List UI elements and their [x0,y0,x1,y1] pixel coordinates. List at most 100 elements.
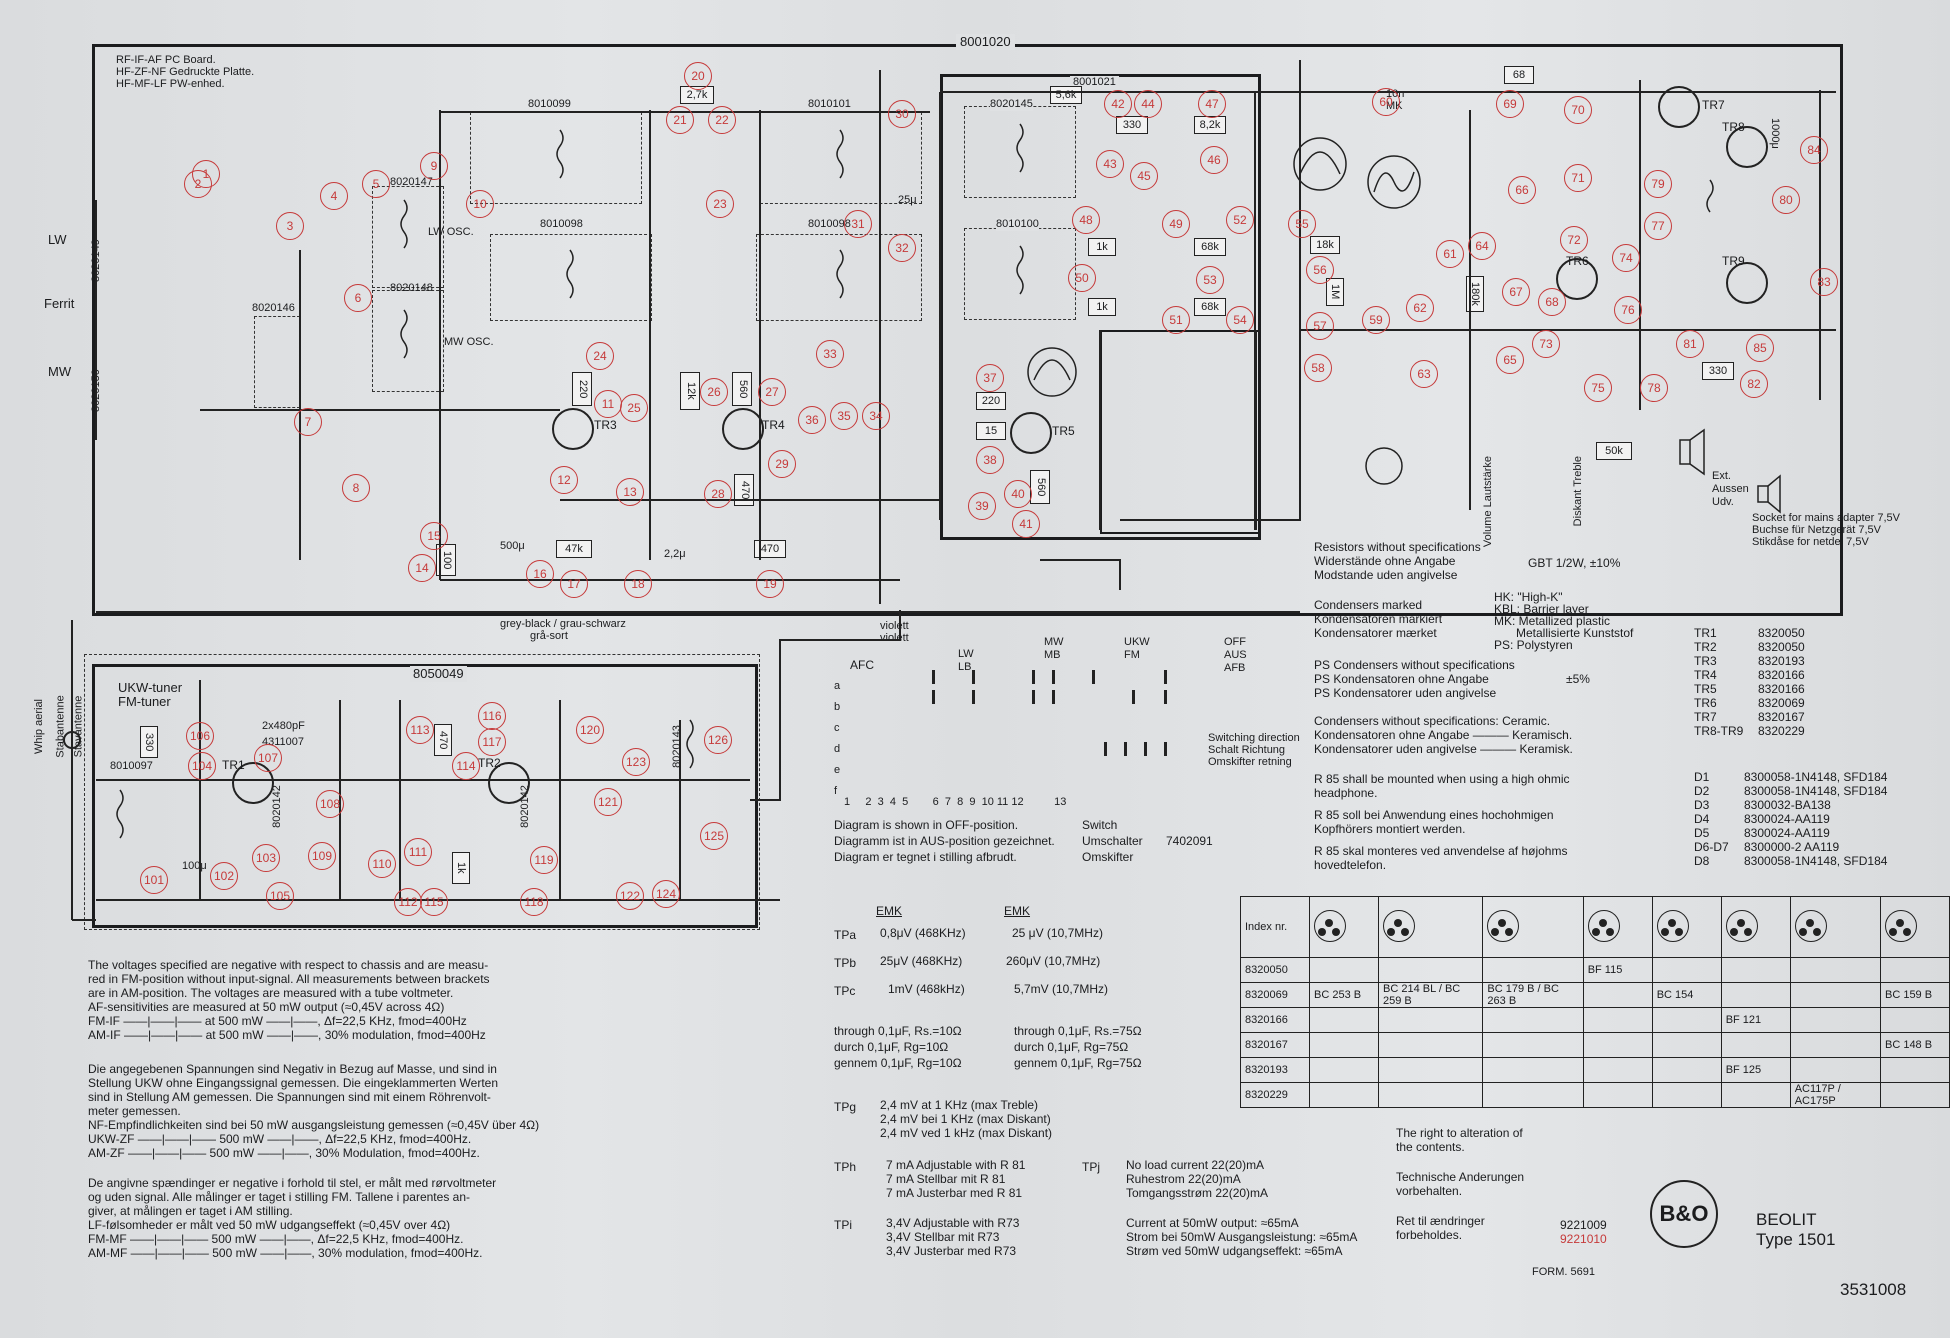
ukw-fm-label: UKW FM [1124,636,1150,661]
off-aus-label: OFF AUS AFB [1224,636,1247,674]
tuner-coil-1-id: 8010097 [110,760,153,772]
callout-number: 44 [1134,90,1162,118]
note-de-1: Die angegebenen Spannungen sind Negativ … [88,1062,497,1076]
callout-number: 45 [1130,162,1158,190]
tpi-label: TPi [834,1218,852,1232]
table-header-row: Index nr. [1240,896,1950,958]
resistor-220: 220 [572,372,592,406]
index-header: Index nr. [1240,896,1310,958]
tpi-2: 3,4V Stellbar mit R73 [886,1230,1000,1244]
emk-tpb-label: TPb [834,956,857,970]
resistor-68kb: 68k [1194,298,1226,316]
callout-number: 77 [1644,212,1672,240]
table-cell [1377,957,1484,983]
callout-number: 108 [316,790,344,818]
tuner-cap-text: 2x480pF [262,720,305,732]
diode-number: 8300024-AA119 [1744,812,1830,826]
table-cell [1789,1032,1881,1058]
callout-number: 49 [1162,210,1190,238]
resistor-330b: 330 [1702,362,1734,380]
legend-res-val: GBT 1/2W, ±10% [1528,556,1621,570]
mw-label: MW [48,364,72,379]
resistor-470: 470 [734,474,754,506]
pkg-icon [1879,896,1950,958]
part-ref: TR4 [1694,668,1717,682]
note-dk-2: og uden signal. Alle målinger er taget i… [88,1190,470,1204]
table-cell [1789,1057,1881,1083]
legend-r85-5: R 85 skal monteres ved anvendelse af høj… [1314,844,1568,858]
wire-grey-black: grey-black / grau-schwarz [500,618,626,630]
if-filter-4-box [756,234,922,321]
diode-ref: D4 [1694,812,1710,826]
emk-tpa-am: 0,8μV (468KHz) [880,926,966,940]
transistor-tr6 [1556,258,1598,300]
callout-number: 118 [520,888,548,916]
emk-tpa-fm: 25 μV (10,7MHz) [1012,926,1103,940]
callout-number: 113 [406,716,434,744]
tpj-3: Tomgangsstrøm 22(20)mA [1126,1186,1269,1200]
legend-res-1: Resistors without specifications [1314,540,1481,554]
resistor-68k: 68k [1194,238,1226,256]
diode-ref: D2 [1694,784,1710,798]
doc-num-1: 9221009 [1560,1218,1607,1232]
resistor-1kc: 1k [452,852,470,884]
tpj-label: TPj [1082,1160,1100,1174]
callout-number: 23 [706,190,734,218]
pkg-icon [1582,896,1653,958]
callout-number: 14 [408,554,436,582]
diode-number: 8300058-1N4148, SFD184 [1744,770,1888,784]
callout-number: 110 [368,850,396,878]
note-en-6: AM-IF ——|——|—— at 500 mW ——|——, 30% modu… [88,1028,486,1042]
decoder-box-id: 8001021 [1070,76,1119,89]
emk-tpb-fm: 260μV (10,7MHz) [1006,954,1101,968]
table-cell [1720,1032,1791,1058]
emk-thr-2: durch 0,1μF, Rg=10Ω [834,1040,949,1054]
callout-number: 65 [1496,346,1524,374]
table-cell [1651,1007,1722,1033]
rights-dk-2: forbeholdes. [1396,1228,1463,1242]
part-ref: TR5 [1694,682,1717,696]
table-cell [1377,1082,1484,1108]
callout-number: 6 [344,284,372,312]
callout-number: 122 [616,882,644,910]
if-filter-4-id: 8010098 [808,218,851,230]
emk-tpa-label: TPa [834,928,857,942]
legend-r85-6: hovedtelefon. [1314,858,1387,872]
emk-thr-1: through 0,1μF, Rs.=10Ω [834,1024,962,1038]
legend-cer-2: Kondensatoren ohne Angabe ——— Keramisch. [1314,728,1573,742]
callout-number: 81 [1676,330,1704,358]
table-cell [1879,1057,1950,1083]
emk-tpc-fm: 5,7mV (10,7MHz) [1014,982,1109,996]
resistor-68: 68 [1504,66,1534,84]
lw-label: LW [48,232,67,247]
table-cell [1879,1007,1950,1033]
callout-number: 5 [362,170,390,198]
callout-number: 115 [420,888,448,916]
diode-ref: D3 [1694,798,1710,812]
table-cell [1720,957,1791,983]
callout-number: 63 [1410,360,1438,388]
callout-number: 13 [616,478,644,506]
switch-numbers: 1 2 3 4 5 6 7 8 9 10 11 12 13 [844,796,1067,808]
callout-number: 28 [704,480,732,508]
callout-number: 8 [342,474,370,502]
tpg-2: 2,4 mV bei 1 KHz (max Diskant) [880,1112,1051,1126]
pkg-icon [1720,896,1791,958]
tuner-label-fm: FM-tuner [118,694,171,709]
callout-number: 112 [394,888,422,916]
callout-number: 83 [1810,268,1838,296]
callout-number: 39 [968,492,996,520]
table-cell: BC 159 B [1879,982,1950,1008]
diode-ref: D8 [1694,854,1710,868]
callout-number: 9 [420,152,448,180]
table-cell: AC117P / AC175P [1789,1082,1881,1108]
cap-2u2: 2,2μ [664,548,686,560]
switch-dir-en: Switching direction [1208,732,1300,744]
